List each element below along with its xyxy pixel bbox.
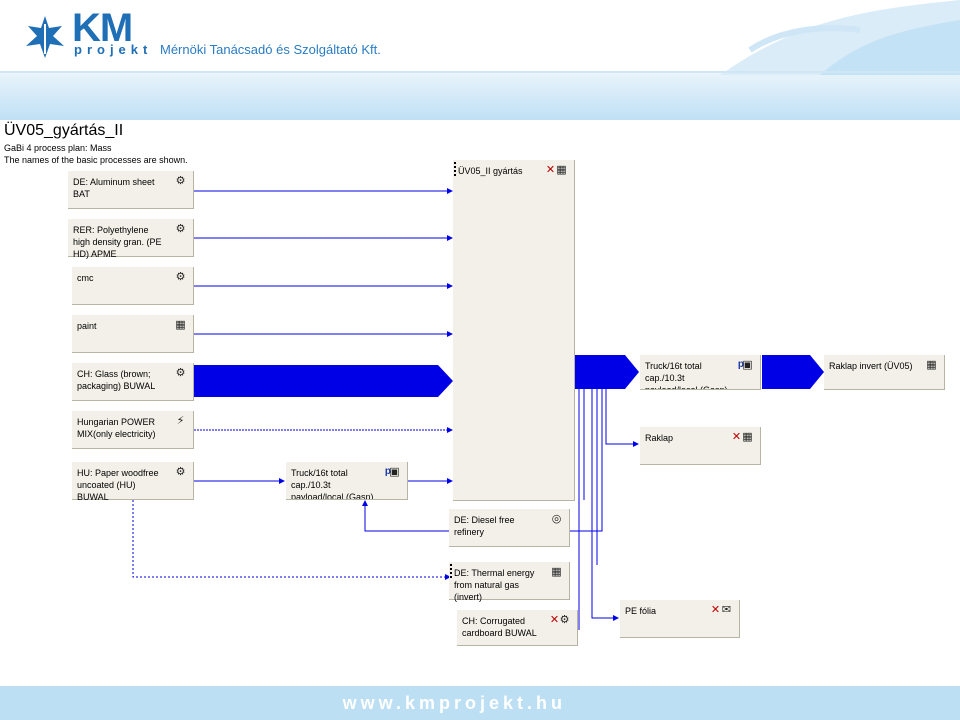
- process-raklap-invert[interactable]: Raklap invert (ÜV05) ▦: [824, 355, 945, 390]
- logo-km-text: KM: [72, 6, 133, 50]
- process-icon: ⚡: [176, 414, 185, 427]
- footer-url: www.kmprojekt.hu: [342, 693, 566, 713]
- truck-icon: ▣: [742, 358, 753, 371]
- p-parameter-icon: p: [737, 359, 744, 370]
- flow-main-pefolia: [591, 378, 619, 621]
- process-label: HU: Paper woodfree uncoated (HU) BUWAL: [77, 468, 159, 502]
- process-aluminum[interactable]: DE: Aluminum sheet BAT ⚙: [68, 171, 194, 209]
- process-label: PE fólia: [625, 606, 657, 616]
- process-label: DE: Diesel free refinery: [454, 515, 515, 537]
- process-power[interactable]: Hungarian POWER MIX(only electricity) ⚡: [72, 411, 194, 449]
- delete-x-icon[interactable]: ✕: [549, 613, 560, 626]
- process-paper[interactable]: HU: Paper woodfree uncoated (HU) BUWAL ⚙: [72, 462, 194, 502]
- process-cardboard[interactable]: CH: Corrugated cardboard BUWAL ⚙ ✕: [457, 610, 578, 646]
- truck-icon: ▣: [389, 465, 400, 478]
- process-label: RER: Polyethylene high density gran. (PE…: [73, 225, 162, 259]
- process-label: Raklap invert (ÜV05): [829, 361, 913, 371]
- process-main[interactable]: ÜV05_II gyártás ▦ ✕: [453, 160, 575, 501]
- process-label: CH: Corrugated cardboard BUWAL: [462, 616, 537, 638]
- process-icon: ▦: [742, 430, 753, 443]
- header-banner: KM projekt Mérnöki Tanácsadó és Szolgált…: [0, 0, 960, 120]
- process-raklap[interactable]: Raklap ▦ ✕: [640, 427, 761, 465]
- process-label: paint: [77, 321, 97, 331]
- company-name: Mérnöki Tanácsadó és Szolgáltató Kft.: [160, 42, 381, 57]
- process-icon: ▦: [175, 318, 186, 331]
- footer-banner: www.kmprojekt.hu: [0, 686, 960, 720]
- process-label: DE: Thermal energy from natural gas (inv…: [454, 568, 535, 602]
- delete-x-icon[interactable]: ✕: [731, 430, 742, 443]
- plan-note: The names of the basic processes are sho…: [4, 155, 188, 165]
- process-label: Truck/16t total cap./10.3t payload/local…: [645, 361, 728, 390]
- flow-main-truck: [575, 355, 639, 389]
- process-icon: ⚙: [175, 465, 186, 478]
- process-pefolia[interactable]: PE fólia ✉ ✕: [620, 600, 740, 638]
- process-icon: ▦: [926, 358, 937, 371]
- logo-projekt-text: projekt: [74, 42, 153, 57]
- plan-subtitle: GaBi 4 process plan: Mass: [4, 143, 112, 153]
- process-thermal[interactable]: DE: Thermal energy from natural gas (inv…: [449, 562, 570, 602]
- flow-truck-raklap-invert: [762, 355, 824, 389]
- process-icon: ⚙: [175, 174, 186, 187]
- process-label: CH: Glass (brown; packaging) BUWAL: [77, 369, 156, 391]
- drag-handle[interactable]: [454, 162, 456, 178]
- process-pehd[interactable]: RER: Polyethylene high density gran. (PE…: [68, 219, 194, 259]
- p-parameter-icon: p: [384, 466, 391, 477]
- process-cmc[interactable]: cmc ⚙: [72, 267, 194, 305]
- plan-title: ÜV05_gyártás_II: [4, 122, 124, 139]
- process-label: cmc: [77, 273, 94, 283]
- process-label: Truck/16t total cap./10.3t payload/local…: [291, 468, 374, 500]
- flow-paper-thermal: [132, 500, 451, 580]
- delete-x-icon[interactable]: ✕: [545, 163, 556, 176]
- flow-main-raklap: [605, 375, 639, 447]
- delete-x-icon[interactable]: ✕: [710, 603, 721, 616]
- process-truck-small[interactable]: Truck/16t total cap./10.3t payload/local…: [286, 462, 408, 500]
- process-truck-big[interactable]: Truck/16t total cap./10.3t payload/local…: [640, 355, 761, 390]
- process-icon: ▦: [551, 565, 562, 578]
- drag-handle[interactable]: [450, 564, 452, 580]
- header-decoration: [720, 0, 960, 75]
- process-icon: ⚙: [175, 366, 186, 379]
- envelope-icon: ✉: [721, 603, 732, 616]
- process-label: Raklap: [645, 433, 674, 443]
- process-icon: ⚙: [559, 613, 570, 626]
- process-paint[interactable]: paint ▦: [72, 315, 194, 353]
- leaf-logo-icon: [26, 16, 64, 58]
- process-icon: ▦: [556, 163, 567, 176]
- process-icon: ⚙: [175, 222, 186, 235]
- process-diesel[interactable]: DE: Diesel free refinery ◎: [449, 509, 570, 547]
- header-divider: [0, 71, 960, 73]
- process-label: DE: Aluminum sheet BAT: [73, 177, 155, 199]
- process-label: ÜV05_II gyártás: [458, 166, 523, 176]
- process-icon: ◎: [551, 512, 562, 525]
- process-label: Hungarian POWER MIX(only electricity): [77, 417, 156, 439]
- flow-glass-main: [194, 365, 453, 397]
- process-icon: ⚙: [175, 270, 186, 283]
- process-glass[interactable]: CH: Glass (brown; packaging) BUWAL ⚙: [72, 363, 194, 401]
